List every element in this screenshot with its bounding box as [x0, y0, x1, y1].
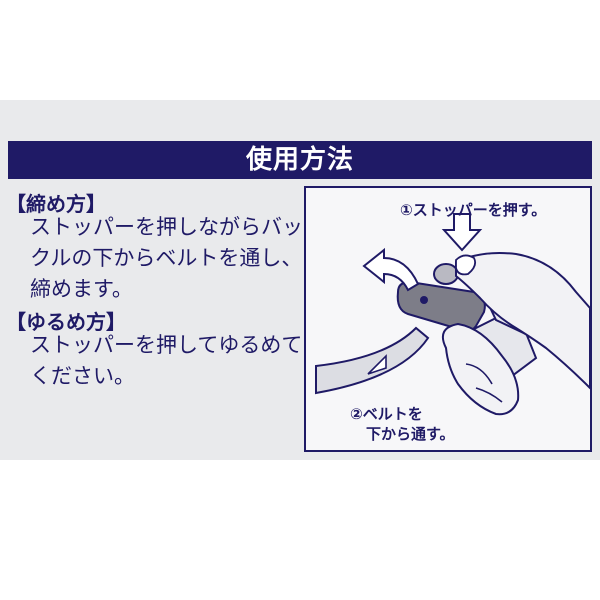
step2-label-line2: 下から通す。 — [366, 425, 455, 443]
thumb-nail — [455, 254, 477, 276]
step2-label-line1: ②ベルトを — [350, 405, 423, 423]
buckle-rivet — [420, 296, 428, 304]
strap-direction-arrow-icon — [367, 354, 387, 375]
loosen-heading: 【ゆるめ方】 — [6, 310, 126, 334]
stopper — [433, 263, 459, 285]
page-title: 使用方法 — [8, 141, 592, 179]
belt-buckle-drawing — [306, 188, 590, 450]
tighten-line-3: 締めます。 — [30, 277, 133, 301]
tighten-line-1: ストッパーを押しながらバッ — [30, 215, 303, 239]
tighten-line-2: クルの下からベルトを通し、 — [30, 246, 303, 270]
step1-label: ①ストッパーを押す。 — [400, 201, 547, 219]
usage-illustration: ①ストッパーを押す。 ②ベルトを 下から通す。 — [304, 186, 592, 452]
curved-arrow-icon — [362, 247, 420, 292]
hand-thumb — [455, 252, 590, 390]
loosen-line-2: ください。 — [30, 364, 135, 388]
press-down-arrow-icon — [441, 213, 483, 252]
belt-strap — [315, 326, 430, 395]
loosen-line-1: ストッパーを押してゆるめて — [30, 333, 303, 357]
tighten-heading: 【締め方】 — [6, 192, 106, 216]
